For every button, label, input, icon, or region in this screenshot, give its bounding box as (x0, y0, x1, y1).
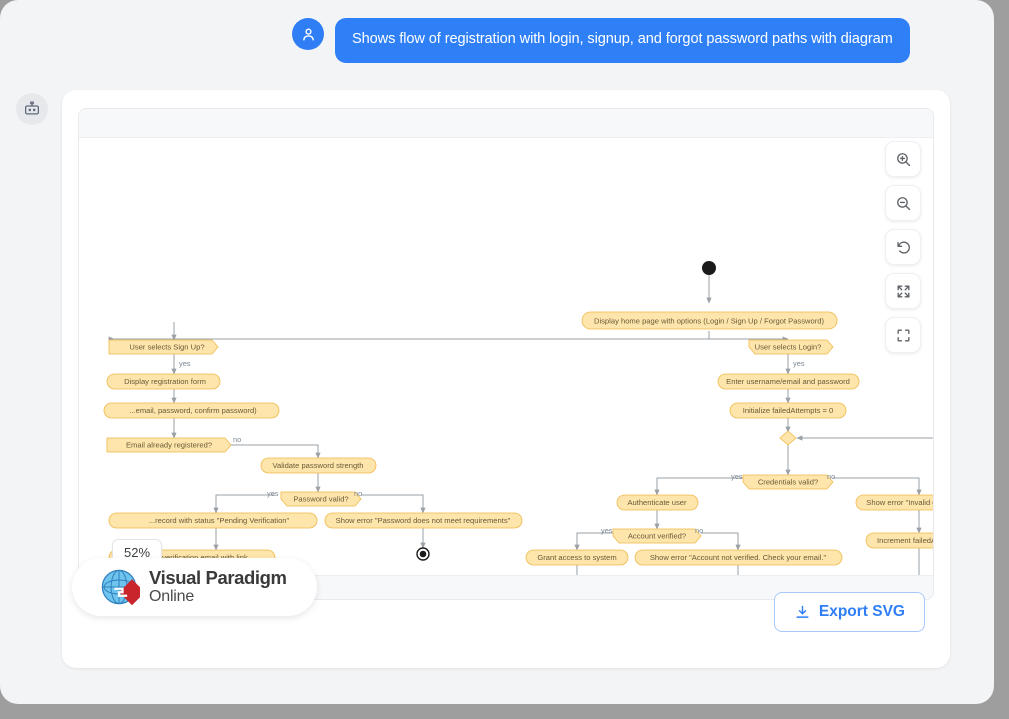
svg-text:...record with status "Pending: ...record with status "Pending Verificat… (149, 516, 290, 525)
svg-text:no: no (354, 489, 362, 498)
diagram-card: Display home page with options (Login / … (62, 90, 950, 668)
svg-text:no: no (827, 472, 835, 481)
app-root: Shows flow of registration with login, s… (0, 0, 994, 704)
svg-text:Show error "Invalid credential: Show error "Invalid credentials" (866, 498, 934, 507)
diagram-canvas[interactable]: Display home page with options (Login / … (79, 138, 934, 578)
svg-text:yes: yes (793, 359, 805, 368)
logo-primary-text: Visual Paradigm (149, 567, 287, 589)
svg-text:Send verification email with l: Send verification email with link (142, 553, 248, 562)
start-node (702, 261, 716, 275)
person-icon (292, 18, 324, 50)
globe-diamond-icon (101, 569, 140, 606)
download-icon (796, 605, 809, 618)
svg-text:User selects Sign Up?: User selects Sign Up? (129, 343, 204, 352)
svg-text:Increment failedAttempts: Increment failedAttempts (877, 536, 934, 545)
expand-arrows-icon[interactable] (885, 273, 921, 309)
svg-text:yes: yes (731, 472, 743, 481)
magnifier-minus-icon[interactable] (885, 185, 921, 221)
svg-text:no: no (233, 435, 241, 444)
diagram-viewport[interactable]: Display home page with options (Login / … (78, 108, 934, 600)
svg-text:User selects Login?: User selects Login? (755, 343, 822, 352)
diagram-toolbar (885, 141, 921, 353)
svg-text:Credentials valid?: Credentials valid? (758, 478, 818, 487)
svg-text:Display registration form: Display registration form (124, 377, 206, 386)
svg-text:Password valid?: Password valid? (293, 495, 348, 504)
fullscreen-corners-icon[interactable] (885, 317, 921, 353)
svg-text:Initialize failedAttempts = 0: Initialize failedAttempts = 0 (743, 406, 834, 415)
svg-text:Validate password strength: Validate password strength (272, 461, 363, 470)
export-svg-button[interactable]: Export SVG (773, 592, 925, 632)
user-message-bubble: Shows flow of registration with login, s… (335, 18, 910, 63)
chat-message-row: Shows flow of registration with login, s… (292, 18, 976, 63)
svg-text:yes: yes (601, 526, 613, 535)
robot-icon (16, 93, 48, 125)
svg-text:Enter username/email and passw: Enter username/email and password (726, 377, 850, 386)
visual-paradigm-logo: Visual Paradigm Online (72, 558, 317, 616)
svg-text:Email already registered?: Email already registered? (126, 441, 212, 450)
viewport-top-strip (79, 109, 933, 138)
svg-text:no: no (695, 526, 703, 535)
svg-text:Display home page with options: Display home page with options (Login / … (594, 317, 825, 326)
magnifier-plus-icon[interactable] (885, 141, 921, 177)
svg-text:yes: yes (179, 359, 191, 368)
svg-text:Show error "Account not verifi: Show error "Account not verified. Check … (650, 553, 827, 562)
svg-text:Account verified?: Account verified? (628, 532, 686, 541)
end-nodes (416, 547, 430, 561)
rotate-ccw-icon[interactable] (885, 229, 921, 265)
svg-text:Grant access to system: Grant access to system (537, 553, 616, 562)
diagram-nodes: Display home page with options (Login / … (103, 311, 934, 566)
svg-text:yes: yes (267, 489, 279, 498)
logo-secondary-text: Online (149, 587, 195, 605)
activity-diagram-svg: Display home page with options (Login / … (103, 261, 934, 578)
svg-text:Authenticate user: Authenticate user (627, 498, 687, 507)
svg-text:...email, password, confirm pa: ...email, password, confirm password) (129, 406, 257, 415)
svg-text:Show error "Password does not: Show error "Password does not meet requi… (336, 516, 511, 525)
export-svg-label: Export SVG (818, 603, 905, 620)
